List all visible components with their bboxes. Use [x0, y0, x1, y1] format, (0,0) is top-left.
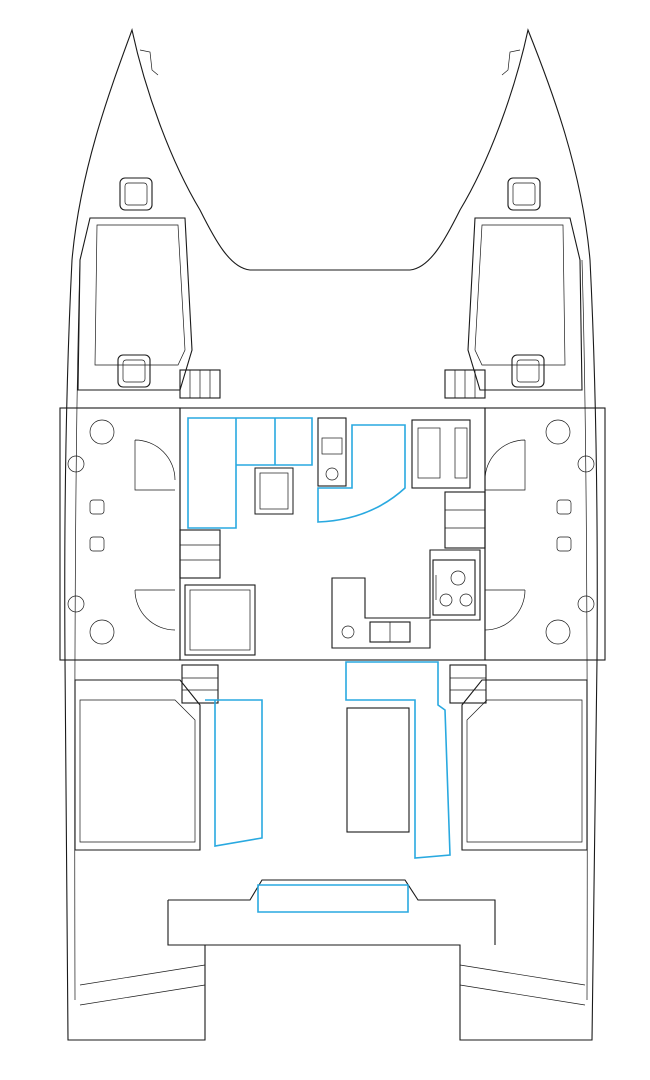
steps-forward-right	[444, 369, 486, 399]
aft-bench-cushion	[257, 884, 409, 913]
stern-step-left	[79, 964, 206, 1006]
aft-cabin-left	[74, 679, 201, 851]
aft-cabin-right	[461, 679, 588, 851]
hatch-forward-right	[507, 177, 541, 211]
hatch-cabin-left	[117, 354, 151, 388]
hull-outline	[64, 28, 598, 1041]
forward-cabin-right-berth	[474, 224, 566, 366]
heads-left	[59, 407, 181, 661]
galley-fridge	[184, 584, 256, 656]
toilet-icon	[545, 419, 595, 645]
hull-inner-left	[74, 259, 81, 1001]
cockpit-table	[346, 707, 410, 833]
toilet-icon	[67, 419, 115, 645]
cockpit-cushion-right	[345, 661, 451, 859]
shower-right	[484, 439, 526, 631]
forward-cabin-right	[467, 217, 583, 391]
bow-inner-right	[501, 49, 521, 76]
galley-sink-icon	[341, 621, 411, 643]
nav-station	[317, 417, 347, 487]
cockpit-cushion-left	[205, 699, 263, 847]
hatch-forward-left	[119, 177, 153, 211]
bow-inner-left	[139, 49, 159, 76]
steps-forward-left	[179, 369, 221, 399]
steps-aft-left	[181, 664, 219, 704]
hull-inner-right	[581, 259, 588, 1001]
steps-aft-right	[449, 664, 487, 704]
steps-salon-left	[179, 529, 221, 579]
hatch-cabin-right	[511, 354, 545, 388]
salon-cushion-right	[317, 424, 406, 523]
galley-counter	[331, 549, 481, 649]
salon-seat-right	[411, 419, 471, 489]
portlight-icon	[89, 499, 572, 552]
stern-step-right	[459, 964, 586, 1006]
steps-salon-right	[444, 491, 486, 549]
forward-cabin-left-berth	[94, 224, 186, 366]
salon-table	[254, 467, 294, 515]
shower-left	[134, 439, 176, 631]
aft-cabin-left-berth	[79, 699, 196, 843]
aft-cabin-right-berth	[466, 699, 583, 843]
stove-icon	[432, 559, 476, 616]
heads-right	[484, 407, 606, 661]
salon-cushion-left	[187, 417, 313, 529]
aft-deck	[167, 879, 496, 946]
